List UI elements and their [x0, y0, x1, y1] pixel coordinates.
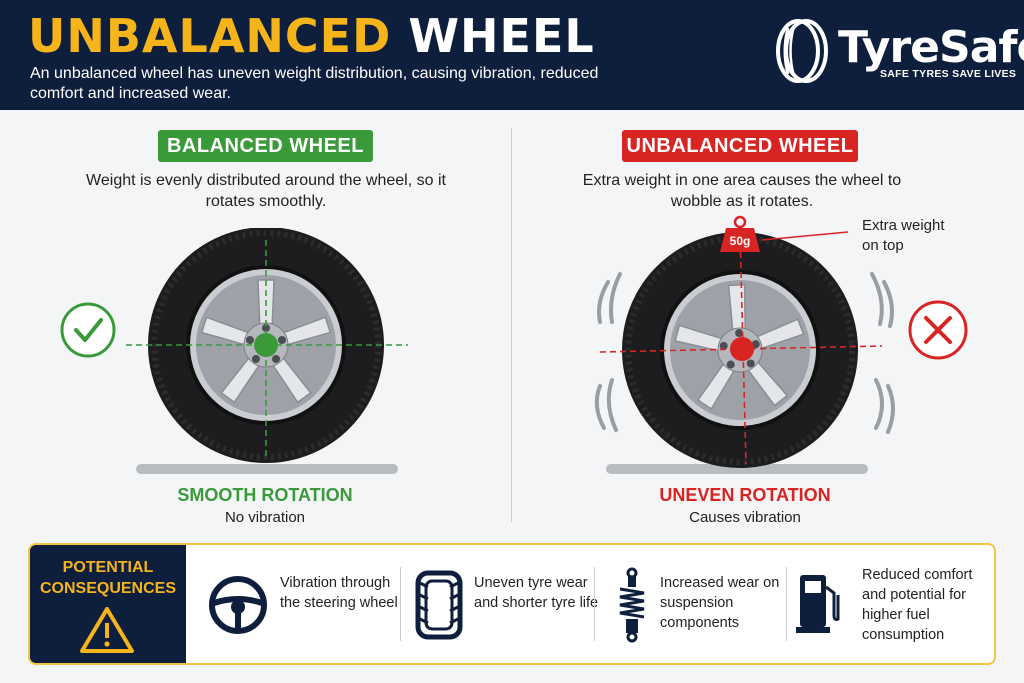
balanced-centre-dot: [254, 333, 278, 357]
shock-absorber-icon: [619, 567, 645, 643]
extra-weight-label: Extra weight on top: [862, 217, 945, 254]
tyre-tread-icon: [415, 570, 463, 640]
page-subtitle: An unbalanced wheel has uneven weight di…: [30, 65, 599, 102]
unbalanced-description: Extra weight in one area causes the whee…: [582, 172, 902, 210]
balanced-description: Weight is evenly distributed around the …: [86, 172, 446, 210]
balanced-wheel-badge: BALANCED WHEEL: [158, 130, 373, 162]
vibration-lines: [594, 272, 895, 434]
uneven-rotation-label: UNEVEN ROTATION: [659, 485, 831, 505]
title-part-2: WHEEL: [408, 9, 595, 63]
consequence-text: Reduced comfort and potential for higher…: [862, 567, 973, 643]
consequences-label-box: POTENTIAL CONSEQUENCES: [30, 545, 186, 663]
cross-icon: [908, 300, 968, 360]
causes-vibration-label: Causes vibration: [689, 509, 801, 526]
consequence-item: Increased wear on suspension components: [614, 545, 794, 663]
item-separator: [786, 567, 787, 641]
check-icon: [60, 302, 116, 358]
tyre-logo-icon: [776, 19, 828, 83]
balanced-tyre: [148, 228, 384, 463]
weight-label: 50g: [730, 234, 751, 248]
steering-wheel-icon: [209, 576, 267, 634]
item-separator: [400, 567, 401, 641]
consequence-text: Increased wear on suspension components: [660, 575, 780, 631]
balanced-wheel-illustration: [60, 228, 408, 474]
consequence-text: Uneven tyre wear and shorter tyre life: [474, 575, 599, 611]
consequence-text: Vibration through the steering wheel: [280, 575, 398, 611]
warning-icon: [80, 607, 134, 653]
unbalanced-centre-dot: [730, 337, 754, 361]
consequence-item: Reduced comfort and potential for higher…: [796, 545, 992, 663]
no-vibration-label: No vibration: [224, 509, 306, 526]
unbalanced-wheel-illustration: 50g: [594, 215, 968, 474]
brand-tagline: SAFE TYRES SAVE LIVES: [880, 68, 1017, 80]
fuel-pump-icon: [796, 575, 840, 633]
weight-icon: [720, 215, 760, 252]
consequence-item: Vibration through the steering wheel: [208, 545, 398, 663]
consequences-title: POTENTIAL CONSEQUENCES: [39, 559, 177, 597]
unbalanced-wheel-badge: UNBALANCED WHEEL: [622, 130, 858, 162]
page-title: UNBALANCED WHEEL: [28, 8, 595, 64]
consequence-item: Uneven tyre wear and shorter tyre life: [414, 545, 604, 663]
brand-logo: TyreSafe® SAFE TYRES SAVE LIVES: [772, 18, 1024, 90]
consequences-panel: POTENTIAL CONSEQUENCES Vibration through…: [28, 543, 996, 665]
panel-divider: [511, 128, 512, 522]
brand-name: TyreSafe®: [838, 22, 1024, 73]
title-part-1: UNBALANCED: [28, 9, 392, 63]
item-separator: [594, 567, 595, 641]
smooth-rotation-label: SMOOTH ROTATION: [177, 485, 353, 505]
header-banner: UNBALANCED WHEEL An unbalanced wheel has…: [0, 0, 1024, 110]
